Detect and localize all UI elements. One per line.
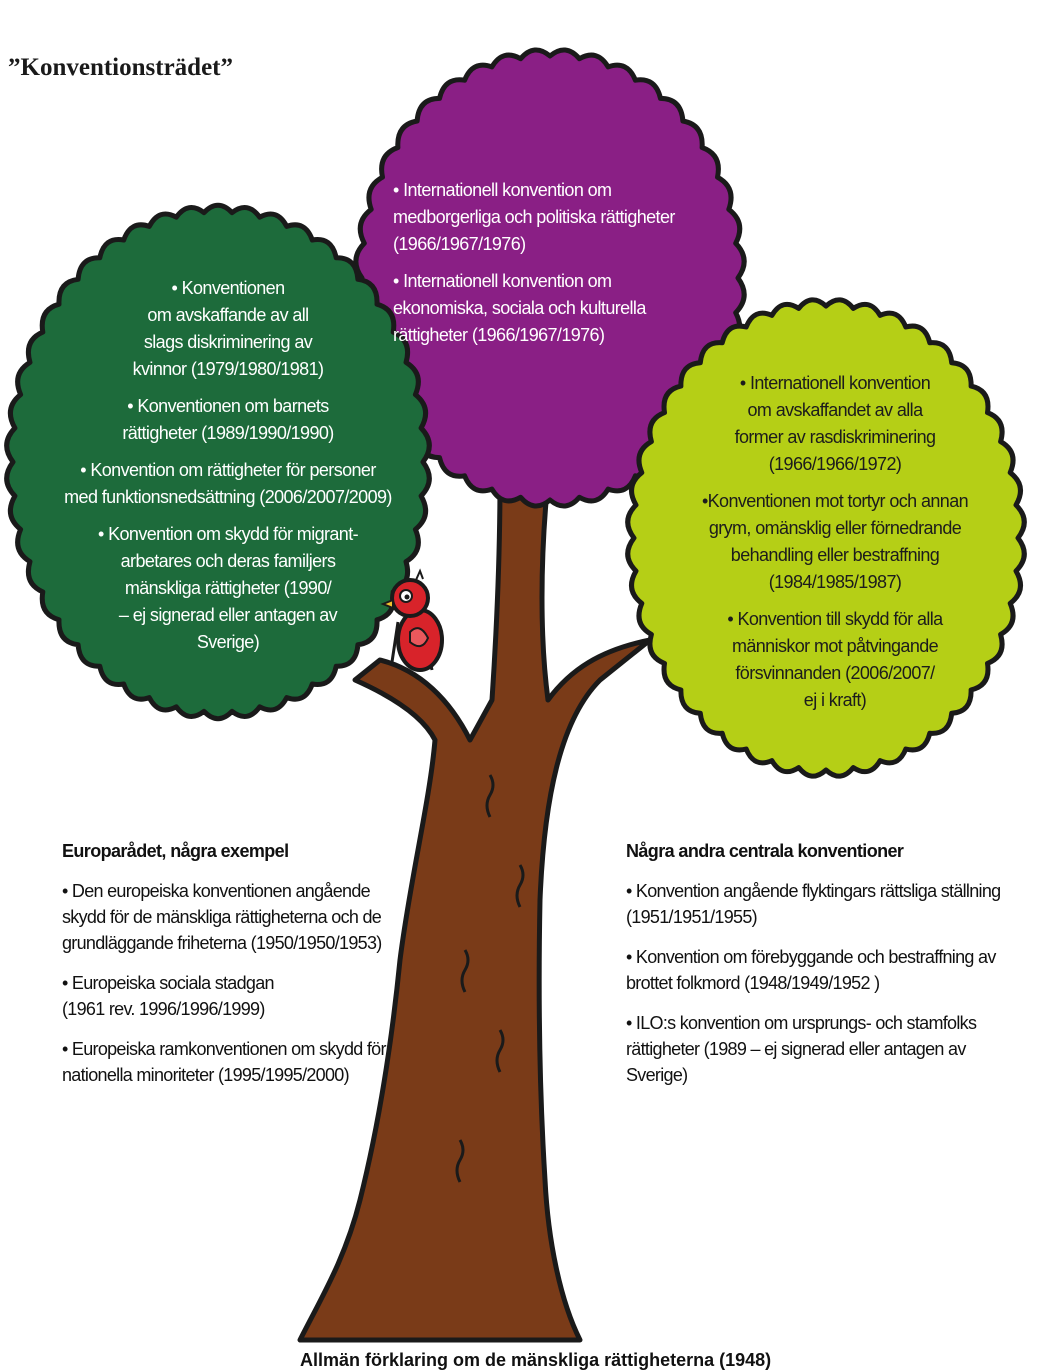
lime-crown-item-line: • Konvention till skydd för alla (727, 609, 943, 629)
lime-crown-item-line: (1966/1966/1972) (768, 454, 902, 474)
others-item-line: (1951/1951/1955) (626, 907, 758, 927)
lime-crown-item-line: om avskaffandet av alla (747, 400, 924, 420)
europe-item-line: (1961 rev. 1996/1996/1999) (62, 999, 265, 1019)
green-crown-item-line: rättigheter (1989/1990/1990) (122, 423, 334, 443)
green-crown-text: • Konventionen om avskaffande av all slags… (18, 275, 438, 666)
purple-crown-item: • Internationell konvention om ekonomiska… (393, 268, 753, 349)
green-crown-item-line: Sverige) (196, 632, 260, 652)
lime-crown-item-line: människor mot påtvingande (731, 636, 939, 656)
lime-crown (625, 297, 1027, 779)
green-crown-item-line: • Konventionen om barnets (127, 396, 329, 416)
others-item-line: • Konvention angående flyktingars rättsl… (626, 881, 1001, 901)
purple-crown-item-line: medborgerliga och politiska rättigheter (393, 207, 675, 227)
green-crown-item: • Konvention om rättigheter för personer… (18, 457, 438, 511)
green-crown-item-line: mänskliga rättigheter (1990/ (124, 578, 332, 598)
europe-item-line: • Europeiska ramkonventionen om skydd fö… (62, 1039, 386, 1059)
europe-item-line: • Den europeiska konventionen angående (62, 881, 371, 901)
green-crown-item-line: arbetares och deras familjers (120, 551, 336, 571)
green-crown-item-line: om avskaffande av all (147, 305, 309, 325)
europe-item-line: skydd för de mänskliga rättigheterna och… (62, 907, 382, 927)
page-title: ”Konventionsträdet” (8, 54, 233, 81)
purple-crown-text: • Internationell konvention om medborgerl… (393, 177, 753, 359)
lime-crown-item-line: • Internationell konvention (739, 373, 931, 393)
purple-crown-item-line: rättigheter (1966/1967/1976) (393, 325, 605, 345)
green-crown-item-line: – ej signerad eller antagen av (118, 605, 338, 625)
bark-line-2 (515, 864, 525, 908)
green-crown-item: • Konvention om skydd för migrant-arbeta… (18, 521, 438, 656)
purple-crown-item-line: ekonomiska, sociala och kulturella (393, 298, 646, 318)
lime-crown-item-line: former av rasdiskriminering (734, 427, 936, 447)
europe-convention-list: Europarådet, några exempel • Den europei… (62, 838, 442, 1102)
bark-line-1 (485, 774, 495, 818)
bark-line-5 (455, 1139, 465, 1183)
green-crown-item-line: • Konventionen (171, 278, 286, 298)
bottom-caption: Allmän förklaring om de mänskliga rättig… (300, 1350, 772, 1370)
green-crown-item-line: • Konvention om skydd för migrant- (97, 524, 359, 544)
lime-crown-item-line: (1984/1985/1987) (768, 572, 902, 592)
others-item-line: • Konvention om förebyggande och bestraf… (626, 947, 996, 967)
green-crown-item-line: kvinnor (1979/1980/1981) (132, 359, 324, 379)
others-item-line: • ILO:s konvention om ursprungs- och sta… (626, 1013, 977, 1033)
bark-line-4 (495, 1029, 505, 1073)
green-crown-item-line: slags diskriminering av (143, 332, 313, 352)
green-crown-item: • Konventionen om barnets rättigheter (19… (18, 393, 438, 447)
others-item-line: rättigheter (1989 – ej signerad eller an… (626, 1039, 966, 1059)
others-item: • Konvention om förebyggande och bestraf… (626, 944, 1036, 996)
others-item-line: brottet folkmord (1948/1949/1952 ) (626, 973, 880, 993)
purple-crown-item-line: (1966/1967/1976) (393, 234, 526, 254)
lime-crown-item: • Konvention till skydd för alla människo… (690, 606, 980, 714)
others-item: • Konvention angående flyktingars rättsl… (626, 878, 1036, 930)
purple-crown-item-line: • Internationell konvention om (393, 271, 612, 291)
europe-item-line: • Europeiska sociala stadgan (62, 973, 275, 993)
lime-crown-item-line: •Konventionen mot tortyr och annan (701, 491, 969, 511)
bird-illustration (380, 568, 444, 672)
other-convention-list: Några andra centrala konventioner • Konv… (626, 838, 1036, 1102)
europe-heading: Europarådet, några exempel (62, 841, 289, 861)
lime-crown-item-line: ej i kraft) (803, 690, 867, 710)
others-heading: Några andra centrala konventioner (626, 841, 904, 861)
lime-crown-item: • Internationell konvention om avskaffand… (690, 370, 980, 478)
green-crown (4, 202, 432, 722)
europe-item-line: nationella minoriteter (1995/1995/2000) (62, 1065, 350, 1085)
others-item: • ILO:s konvention om ursprungs- och sta… (626, 1010, 1036, 1088)
lime-crown-item-line: grym, omänsklig eller förnedrande (708, 518, 962, 538)
europe-item: • Europeiska sociala stadgan (1961 rev. 1… (62, 970, 442, 1022)
purple-crown-item-line: • Internationell konvention om (393, 180, 612, 200)
lime-crown-text: • Internationell konvention om avskaffand… (690, 370, 980, 724)
lime-crown-item-line: behandling eller bestraffning (730, 545, 940, 565)
europe-item-line: grundläggande friheterna (1950/1950/1953… (62, 933, 382, 953)
lime-crown-item-line: försvinnanden (2006/2007/ (735, 663, 935, 683)
europe-item: • Den europeiska konventionen angående sk… (62, 878, 442, 956)
tree-trunk (297, 477, 653, 1343)
europe-item: • Europeiska ramkonventionen om skydd fö… (62, 1036, 442, 1088)
lime-crown-item: •Konventionen mot tortyr och annan grym, … (690, 488, 980, 596)
green-crown-item: • Konventionen om avskaffande av all slags… (18, 275, 438, 383)
purple-crown-item: • Internationell konvention om medborgerl… (393, 177, 753, 258)
green-crown-item-line: • Konvention om rättigheter för personer (80, 460, 376, 480)
others-item-line: Sverige) (626, 1065, 688, 1085)
bark-line-3 (460, 949, 470, 993)
green-crown-item-line: med funktionsnedsättning (2006/2007/2009… (64, 487, 392, 507)
